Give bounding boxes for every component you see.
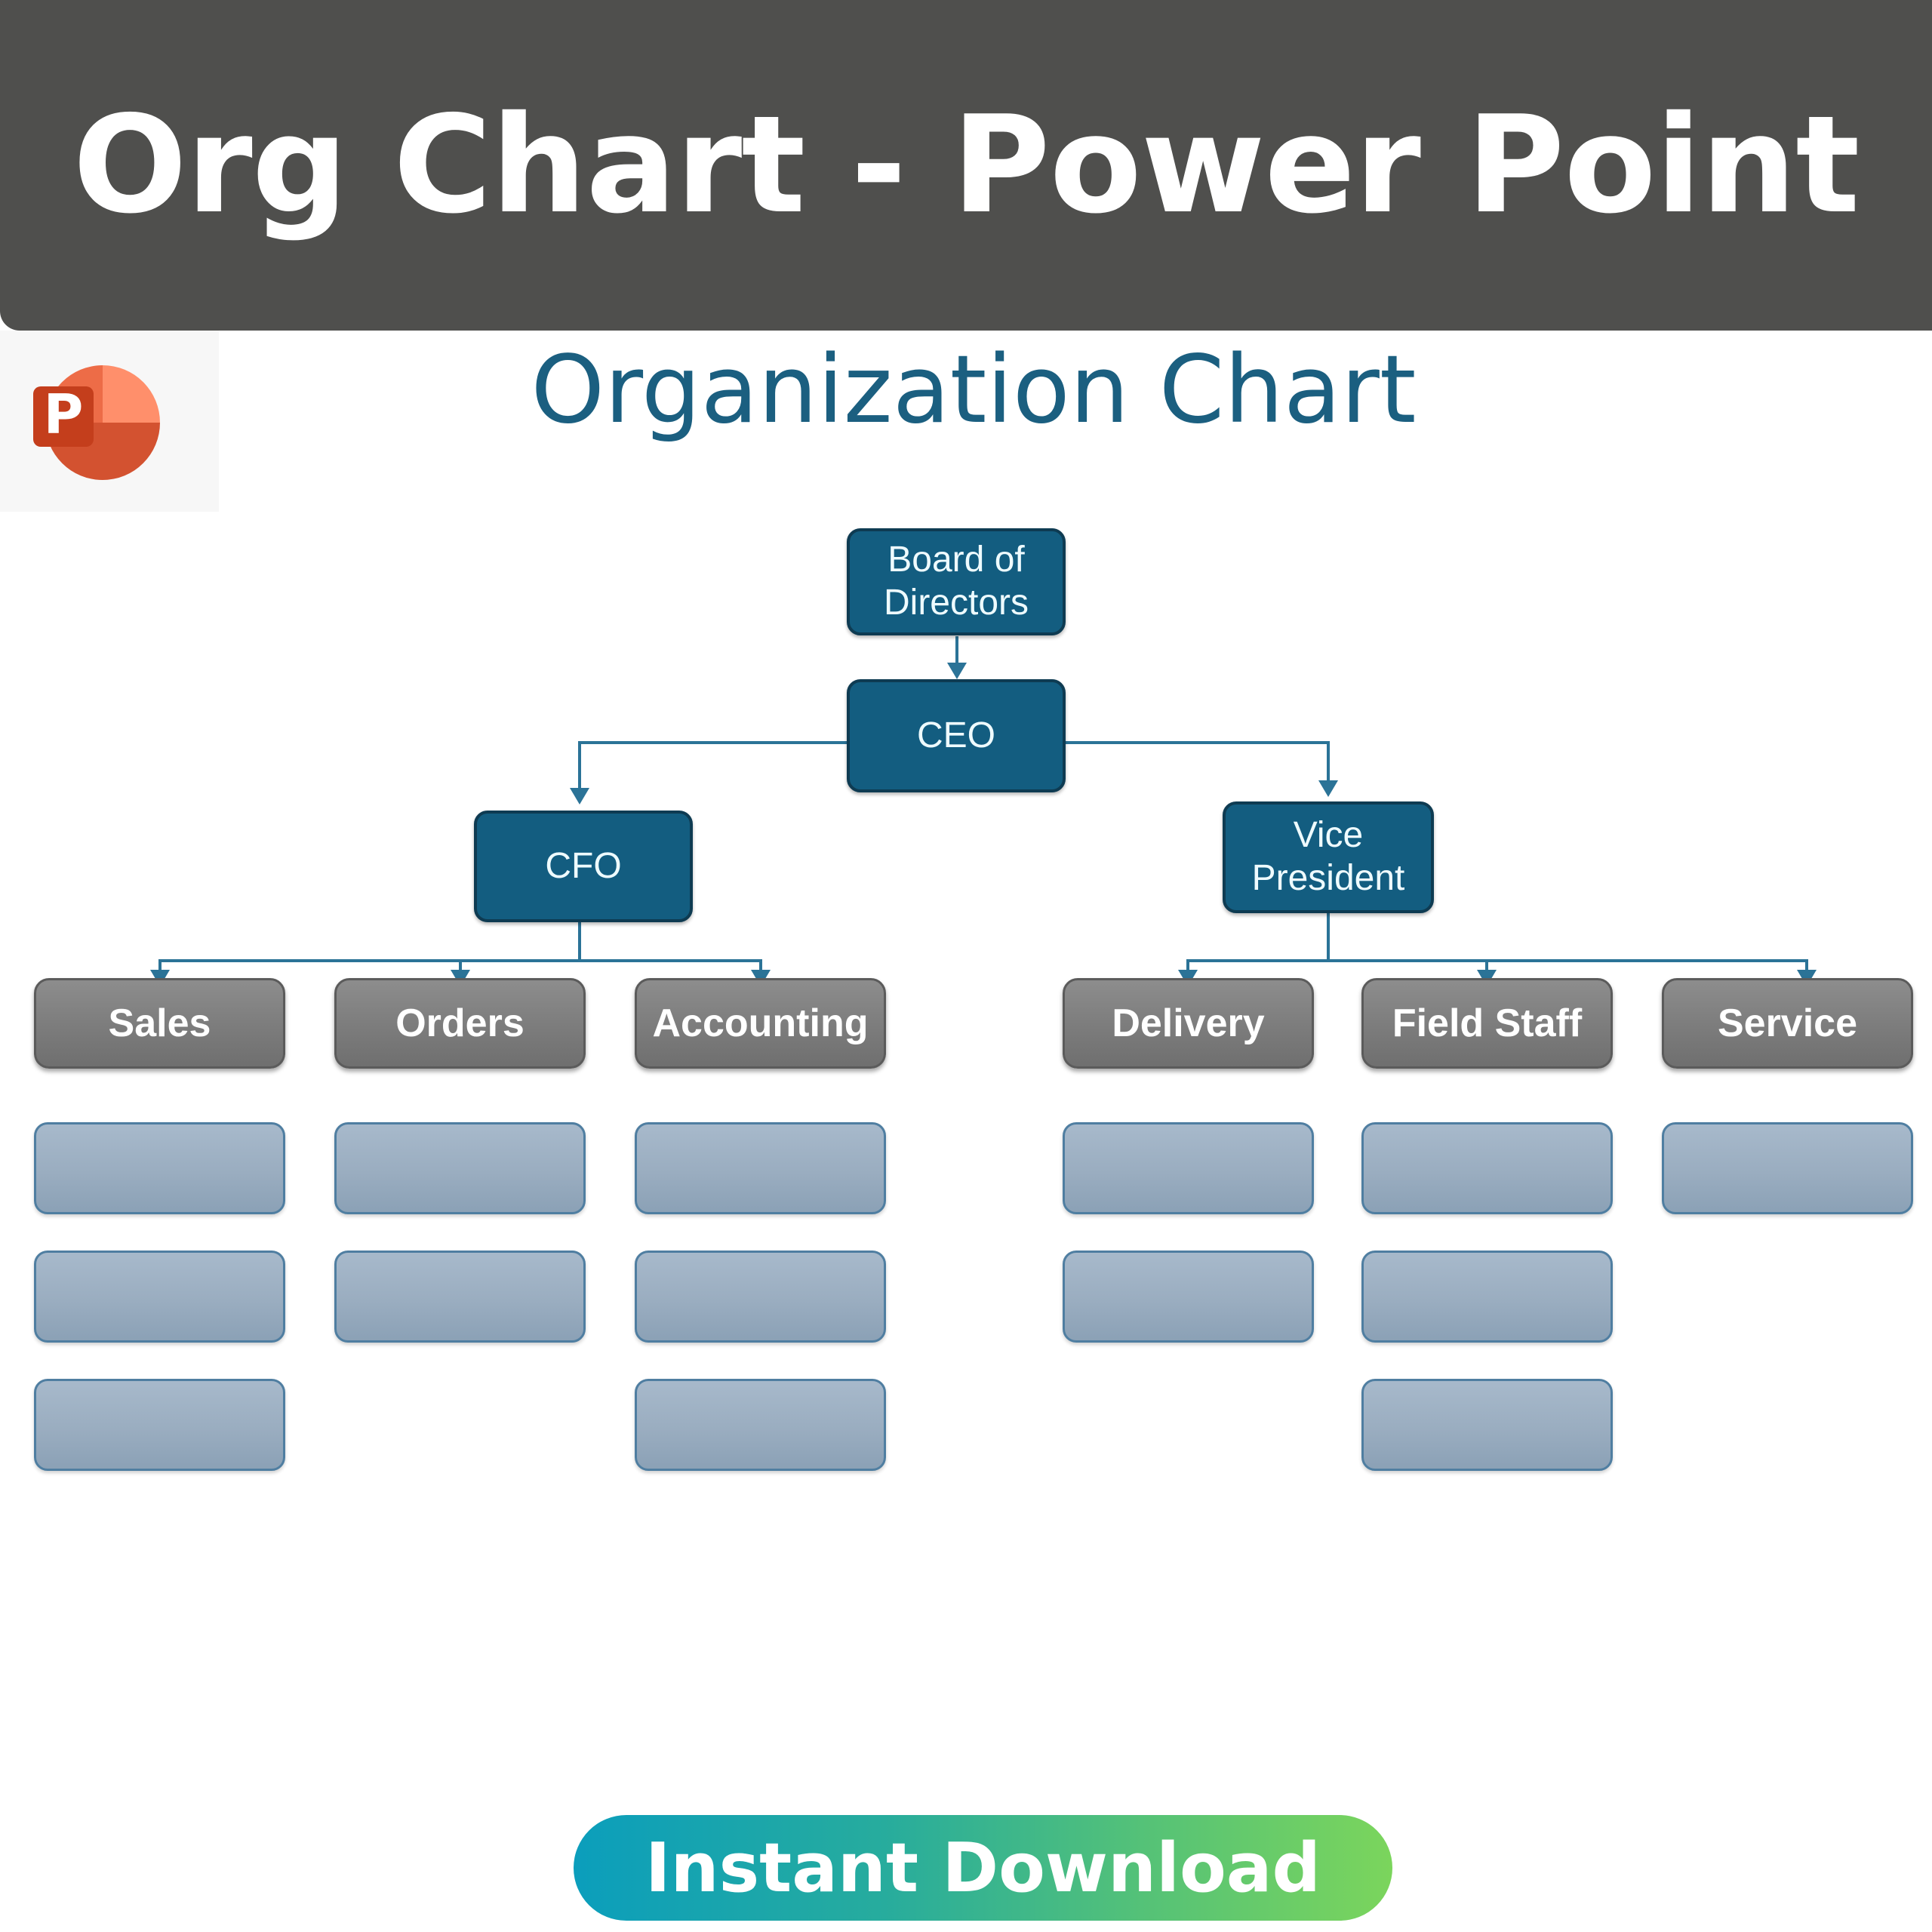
placeholder-accounting-3[interactable] [635, 1379, 886, 1471]
chart-title: Organization Chart [531, 336, 1417, 445]
node-label-ceo: CEO [916, 715, 995, 755]
placeholder-field-staff-1[interactable] [1361, 1122, 1613, 1214]
placeholder-sales-2[interactable] [34, 1251, 285, 1343]
node-vice-president[interactable]: Vice President [1223, 801, 1434, 913]
node-label-vice-president: Vice President [1251, 815, 1405, 898]
node-label-field-staff: Field Staff [1392, 1001, 1583, 1045]
instant-download-button[interactable]: Instant Download [574, 1815, 1392, 1921]
connector-cfo-orders-drop [459, 959, 462, 976]
connector-board-ceo [955, 636, 958, 671]
placeholder-orders-2[interactable] [334, 1251, 586, 1343]
node-orders[interactable]: Orders [334, 978, 586, 1069]
placeholder-delivery-2[interactable] [1063, 1251, 1314, 1343]
node-ceo[interactable]: CEO [847, 679, 1066, 792]
placeholder-accounting-2[interactable] [635, 1251, 886, 1343]
arrow-ceo-cfo [570, 788, 589, 804]
connector-cfo-stem [578, 919, 581, 961]
connector-vp-fieldstaff-drop [1485, 959, 1488, 976]
page-title: Org Chart - Power Point [72, 87, 1860, 243]
connector-vp-stem [1327, 912, 1330, 961]
instant-download-label: Instant Download [645, 1828, 1321, 1908]
node-delivery[interactable]: Delivery [1063, 978, 1314, 1069]
node-label-accounting: Accounting [652, 1001, 869, 1045]
connector-vp-bus [1186, 959, 1807, 962]
connector-ceo-vp-drop [1327, 741, 1330, 788]
placeholder-delivery-1[interactable] [1063, 1122, 1314, 1214]
node-board-of-directors[interactable]: Board of Directors [847, 528, 1066, 635]
connector-cfo-sales-drop [158, 959, 162, 976]
placeholder-sales-3[interactable] [34, 1379, 285, 1471]
header-banner: Org Chart - Power Point [0, 0, 1932, 331]
placeholder-orders-1[interactable] [334, 1122, 586, 1214]
placeholder-field-staff-2[interactable] [1361, 1251, 1613, 1343]
node-label-sales: Sales [108, 1001, 211, 1045]
powerpoint-logo-letter: P [44, 383, 84, 446]
connector-ceo-cfo-drop [578, 741, 581, 795]
node-label-cfo: CFO [545, 845, 622, 886]
node-label-service: Service [1717, 1001, 1858, 1045]
node-label-orders: Orders [395, 1001, 525, 1045]
arrow-ceo-vp [1318, 780, 1338, 797]
node-cfo[interactable]: CFO [474, 811, 693, 922]
placeholder-sales-1[interactable] [34, 1122, 285, 1214]
powerpoint-logo-icon: P [33, 365, 160, 480]
connector-cfo-accounting-drop [759, 959, 762, 976]
arrow-board-ceo [947, 663, 967, 679]
placeholder-accounting-1[interactable] [635, 1122, 886, 1214]
powerpoint-logo-tile: P [0, 331, 219, 512]
node-label-board: Board of Directors [883, 540, 1029, 623]
placeholder-service-1[interactable] [1662, 1122, 1913, 1214]
node-sales[interactable]: Sales [34, 978, 285, 1069]
connector-ceo-right [1049, 741, 1330, 744]
node-accounting[interactable]: Accounting [635, 978, 886, 1069]
node-service[interactable]: Service [1662, 978, 1913, 1069]
node-field-staff[interactable]: Field Staff [1361, 978, 1613, 1069]
connector-vp-service-drop [1805, 959, 1808, 976]
placeholder-field-staff-3[interactable] [1361, 1379, 1613, 1471]
connector-vp-delivery-drop [1186, 959, 1189, 976]
node-label-delivery: Delivery [1112, 1001, 1265, 1045]
connector-ceo-left [578, 741, 960, 744]
